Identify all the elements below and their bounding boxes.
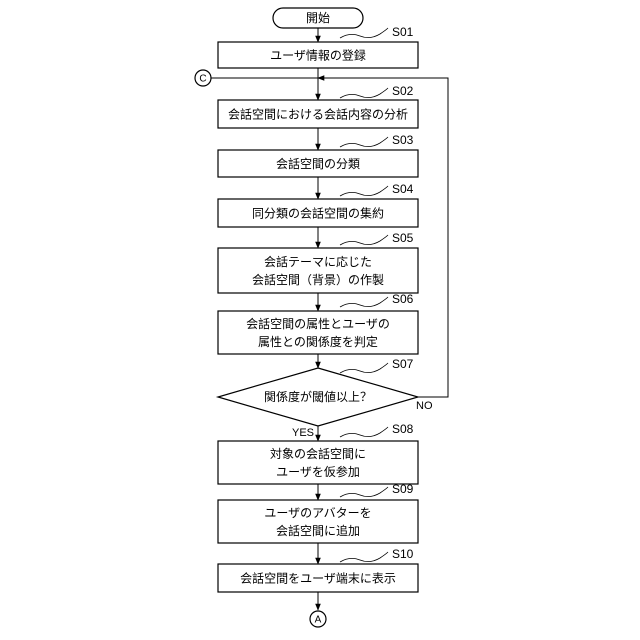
s04-id: S04 [392,182,414,196]
connector-a-label: A [315,615,322,626]
s09-id: S09 [392,482,414,496]
s10-id: S10 [392,547,414,561]
s06-id: S06 [392,292,414,306]
s06-text-line2: 属性との関係度を判定 [258,334,378,349]
start-label: 開始 [306,11,330,25]
s06-text-line1: 会話空間の属性とユーザの [246,316,390,331]
s09-text-line1: ユーザのアバターを [264,506,371,520]
s05-id: S05 [392,231,414,245]
s10-text: 会話空間をユーザ端末に表示 [240,571,396,586]
s08-id: S08 [392,422,414,436]
s02-id: S02 [392,84,414,98]
s08-text-line2: ユーザを仮参加 [276,464,360,479]
s09-text-line2: 会話空間に追加 [276,523,360,538]
no-label: NO [416,400,433,412]
s02-text: 会話空間における会話内容の分析 [228,107,408,122]
s05-text-line1: 会話テーマに応じた [264,254,372,269]
connector-c-label: C [199,74,206,85]
s01-id: S01 [392,25,414,39]
s07-id: S07 [392,357,414,371]
s03-text: 会話空間の分類 [276,156,360,171]
start-terminator: 開始 [273,8,363,28]
s01-text: ユーザ情報の登録 [270,48,366,63]
yes-label: YES [292,427,314,439]
s04-text: 同分類の会話空間の集約 [252,206,384,221]
s03-id: S03 [392,133,414,147]
s07-text: 関係度が閾値以上？ [264,389,372,404]
s05-text-line2: 会話空間（背景）の作製 [252,272,384,287]
s08-text-line1: 対象の会話空間に [270,446,366,461]
connector-a: A [310,611,326,627]
connector-c: C [195,70,211,86]
